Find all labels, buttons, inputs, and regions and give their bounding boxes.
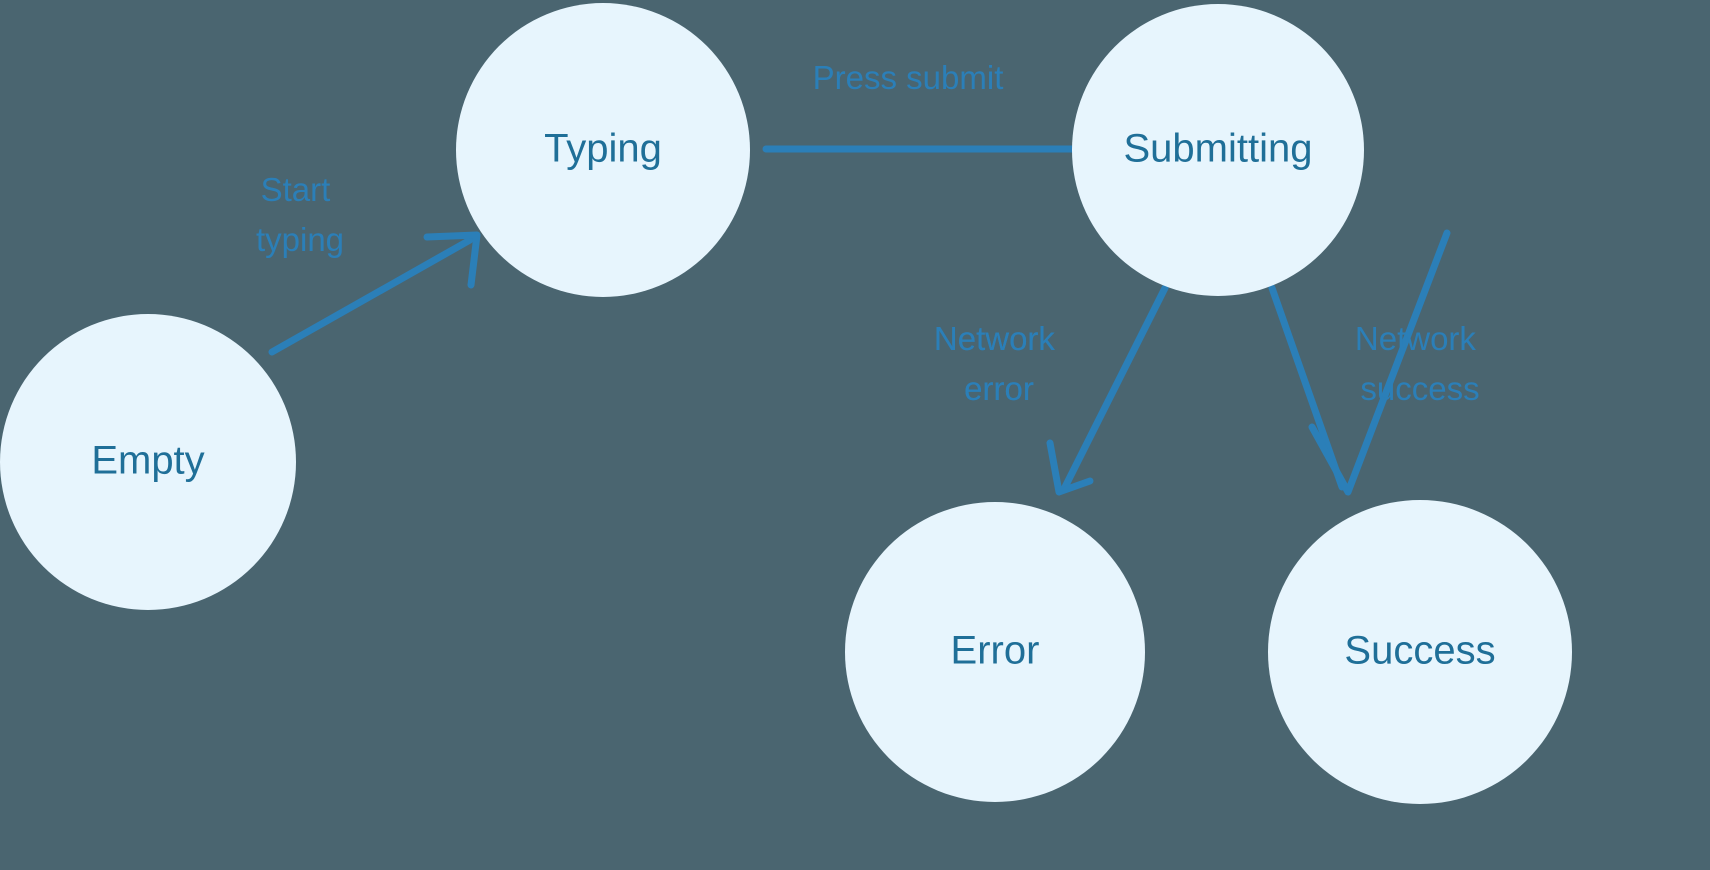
edge-line-submitting-to-error xyxy=(1061,284,1169,491)
edge-label-line: typing xyxy=(256,221,344,258)
edge-label-overlay-network-error: Network error xyxy=(934,320,1064,407)
node-label-submitting: Submitting xyxy=(1124,127,1313,171)
node-circle-typing[interactable] xyxy=(456,3,750,297)
arrowhead-submitting-to-success xyxy=(1308,229,1451,496)
edge-label-typing-to-submitting: Press submit xyxy=(813,59,1004,96)
edge-label-line: Network xyxy=(1355,320,1477,357)
node-circle-success[interactable] xyxy=(1268,500,1572,804)
edge-empty-to-typing: Start typing xyxy=(256,171,481,356)
edge-label-line: Network xyxy=(934,320,1056,357)
node-label-success: Success xyxy=(1344,629,1495,673)
edge-label-line: Network xyxy=(934,320,1056,357)
node-error[interactable]: Error xyxy=(845,502,1145,802)
edge-submitting-to-error: Network error xyxy=(934,284,1169,496)
edge-label-line: Start xyxy=(261,171,331,208)
node-success[interactable]: Success xyxy=(1268,500,1572,804)
node-label-error: Error xyxy=(951,629,1040,673)
node-circle-empty[interactable] xyxy=(0,314,296,610)
edge-submitting-to-success: Network success xyxy=(1268,229,1485,496)
node-submitting[interactable]: Submitting xyxy=(1072,4,1364,296)
edge-typing-to-submitting: Press submit xyxy=(762,59,1146,185)
edge-label-line: success xyxy=(1360,370,1479,407)
node-typing[interactable]: Typing xyxy=(456,3,750,297)
arrowhead-submitting-to-error xyxy=(1046,439,1094,496)
edge-label-submitting-to-error: Network error xyxy=(934,320,1064,407)
edge-label-overlay: Network error xyxy=(934,320,1064,407)
edge-label-line: Press submit xyxy=(813,59,1004,96)
edge-line-empty-to-typing xyxy=(268,236,474,356)
arrowhead-empty-to-typing xyxy=(423,231,481,289)
node-label-typing: Typing xyxy=(544,127,662,171)
edge-label-line: error xyxy=(964,370,1034,407)
edge-label-submitting-to-success: Network success xyxy=(1355,320,1485,407)
node-circle-submitting[interactable] xyxy=(1072,4,1364,296)
node-label-empty: Empty xyxy=(91,439,204,483)
node-circle-error[interactable] xyxy=(845,502,1145,802)
edge-label-line: error xyxy=(964,370,1034,407)
edge-label-empty-to-typing: Start typing xyxy=(256,171,344,258)
node-empty[interactable]: Empty xyxy=(0,314,296,610)
